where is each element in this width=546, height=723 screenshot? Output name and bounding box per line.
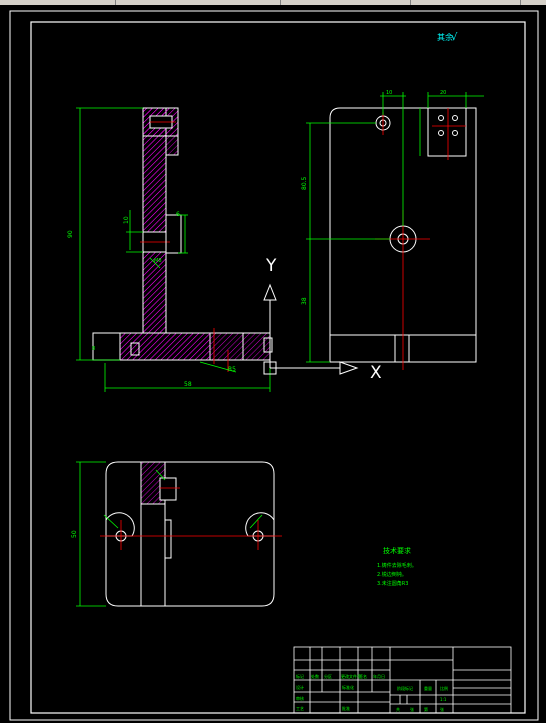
tb-cell-2: 分区: [324, 673, 332, 679]
dim-bottom-height: 50: [71, 530, 78, 538]
side-view-dimensions: [306, 92, 484, 363]
dim-mid-a: 10: [123, 216, 130, 224]
tb-cell-1: 处数: [311, 673, 319, 679]
tb-cell-10: 比例: [440, 685, 448, 691]
front-view: [92, 107, 273, 372]
front-view-dimensions: [76, 107, 271, 392]
dim-top-a: 10: [386, 90, 392, 96]
tb-cell-11: 审核: [296, 695, 304, 701]
tech-req-line-1: 1.铸件去除毛刺。: [377, 562, 417, 569]
tb-cell-6: 设计: [296, 684, 304, 690]
tb-cell-16: 第: [424, 706, 428, 712]
window-top-strip: [0, 0, 546, 5]
outer-sheet-border: [9, 10, 539, 721]
tb-cell-14: 共: [396, 706, 400, 712]
tech-req-line-2: 2.锐边倒钝。: [377, 571, 407, 578]
roughness-symbol: √: [451, 32, 458, 43]
title-block: [293, 646, 512, 714]
tb-cell-17: 张: [440, 706, 444, 712]
tb-cell-12: 工艺: [296, 706, 304, 711]
tb-cell-3: 更改文件号: [341, 673, 361, 679]
dim-right-upper: 80.5: [301, 176, 308, 190]
roughness-note: 其余 √: [437, 32, 458, 43]
column-section: [142, 107, 167, 334]
axis-x-label: X: [370, 363, 382, 383]
base-section: [119, 332, 271, 361]
dim-radius: R5: [228, 366, 236, 373]
tech-req-title: 技术要求: [383, 546, 411, 555]
tb-cell-18: 1:1: [440, 697, 447, 702]
side-view: [329, 107, 477, 370]
dim-left-height: 90: [67, 230, 74, 238]
tb-cell-8: 阶段标记: [397, 685, 413, 691]
dim-base-tag: 8: [92, 346, 95, 352]
ucs-axis-icon: [263, 283, 359, 375]
tb-cell-4: 签名: [359, 673, 367, 679]
roughness-label: 其余: [437, 32, 453, 42]
tb-cell-9: 重量: [424, 685, 432, 691]
title-block-text: 标记 处数 分区 更改文件号 签名 年月日 设计 标准化 阶段标记 重量 比例 …: [296, 673, 448, 712]
drawing-frame: [30, 21, 526, 714]
dim-mid-b: 6: [176, 211, 180, 218]
axis-y-label: Y: [265, 256, 277, 276]
tb-cell-7: 标准化: [342, 684, 354, 690]
tb-cell-0: 标记: [296, 673, 304, 679]
dim-left-width: 58: [184, 381, 192, 388]
tb-cell-13: 批准: [342, 705, 350, 711]
top-view: [100, 461, 282, 607]
tb-cell-5: 年月日: [373, 673, 385, 679]
dim-small-tag: M8: [154, 258, 162, 264]
dim-top-b: 20: [440, 90, 446, 96]
top-view-dimensions: [76, 461, 263, 607]
tech-req-line-3: 3.未注圆角R3: [377, 580, 408, 587]
dim-right-lower: 38: [301, 297, 308, 305]
technical-requirements: 技术要求 1.铸件去除毛刺。 2.锐边倒钝。 3.未注圆角R3: [377, 546, 417, 587]
tb-cell-15: 张: [410, 706, 414, 712]
